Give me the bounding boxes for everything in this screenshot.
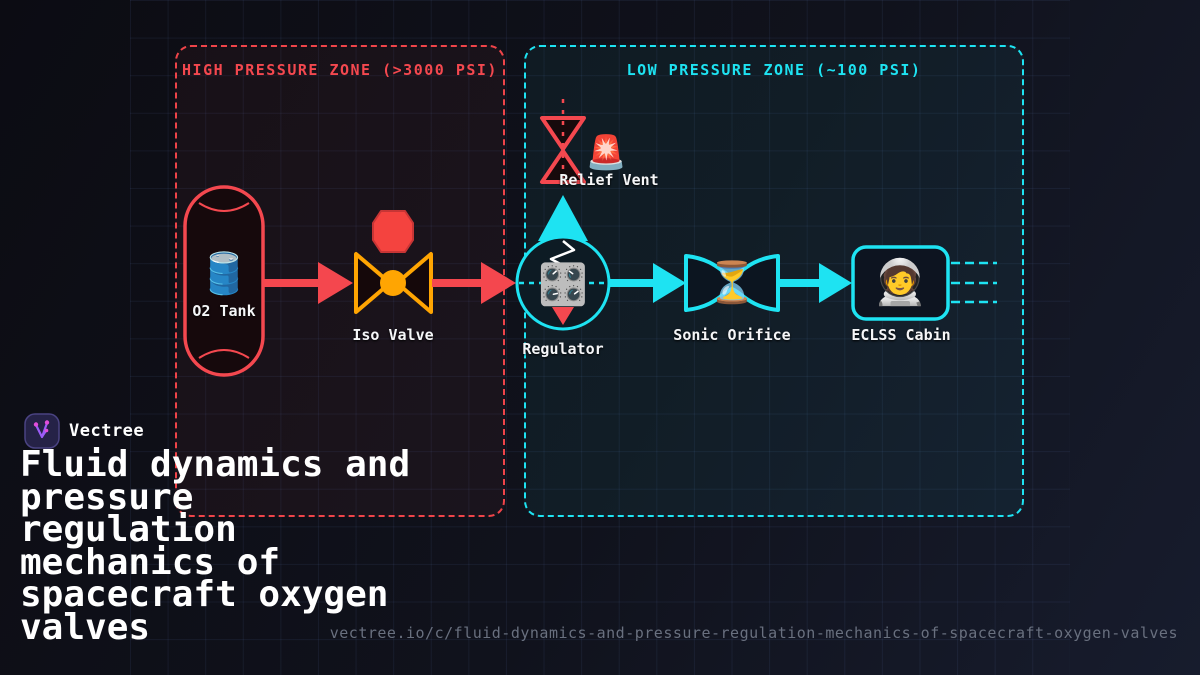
page-title: Fluid dynamics and pressure regulation m… xyxy=(20,444,411,648)
eclss-cabin-label: ECLSS Cabin xyxy=(851,326,951,344)
brand-name: Vectree xyxy=(69,421,145,441)
hourglass-icon: ⏳ xyxy=(707,260,757,306)
o2-tank-label: O2 Tank xyxy=(192,302,256,320)
relief-vent-label: Relief Vent xyxy=(559,171,659,189)
rotating-light-icon: 🚨 xyxy=(585,132,627,172)
footer-url: vectree.io/c/fluid-dynamics-and-pressure… xyxy=(329,624,1178,642)
astronaut-icon: 🧑‍🚀 xyxy=(872,257,928,308)
sonic-orifice-label: Sonic Orifice xyxy=(673,326,791,344)
iso-valve-label: Iso Valve xyxy=(352,326,434,344)
brand: Vectree xyxy=(24,413,144,449)
high-pressure-zone-label: HIGH PRESSURE ZONE (>3000 PSI) xyxy=(182,61,498,79)
low-pressure-zone-label: LOW PRESSURE ZONE (~100 PSI) xyxy=(626,61,922,79)
control-knobs-icon: 🎛️ xyxy=(538,262,588,308)
diagram-grid-canvas xyxy=(130,0,1070,675)
regulator-label: Regulator xyxy=(522,340,604,358)
vectree-logo-icon xyxy=(24,413,60,449)
oil-drum-icon: 🛢️ xyxy=(199,251,249,297)
low-pressure-zone: LOW PRESSURE ZONE (~100 PSI) xyxy=(524,45,1024,517)
